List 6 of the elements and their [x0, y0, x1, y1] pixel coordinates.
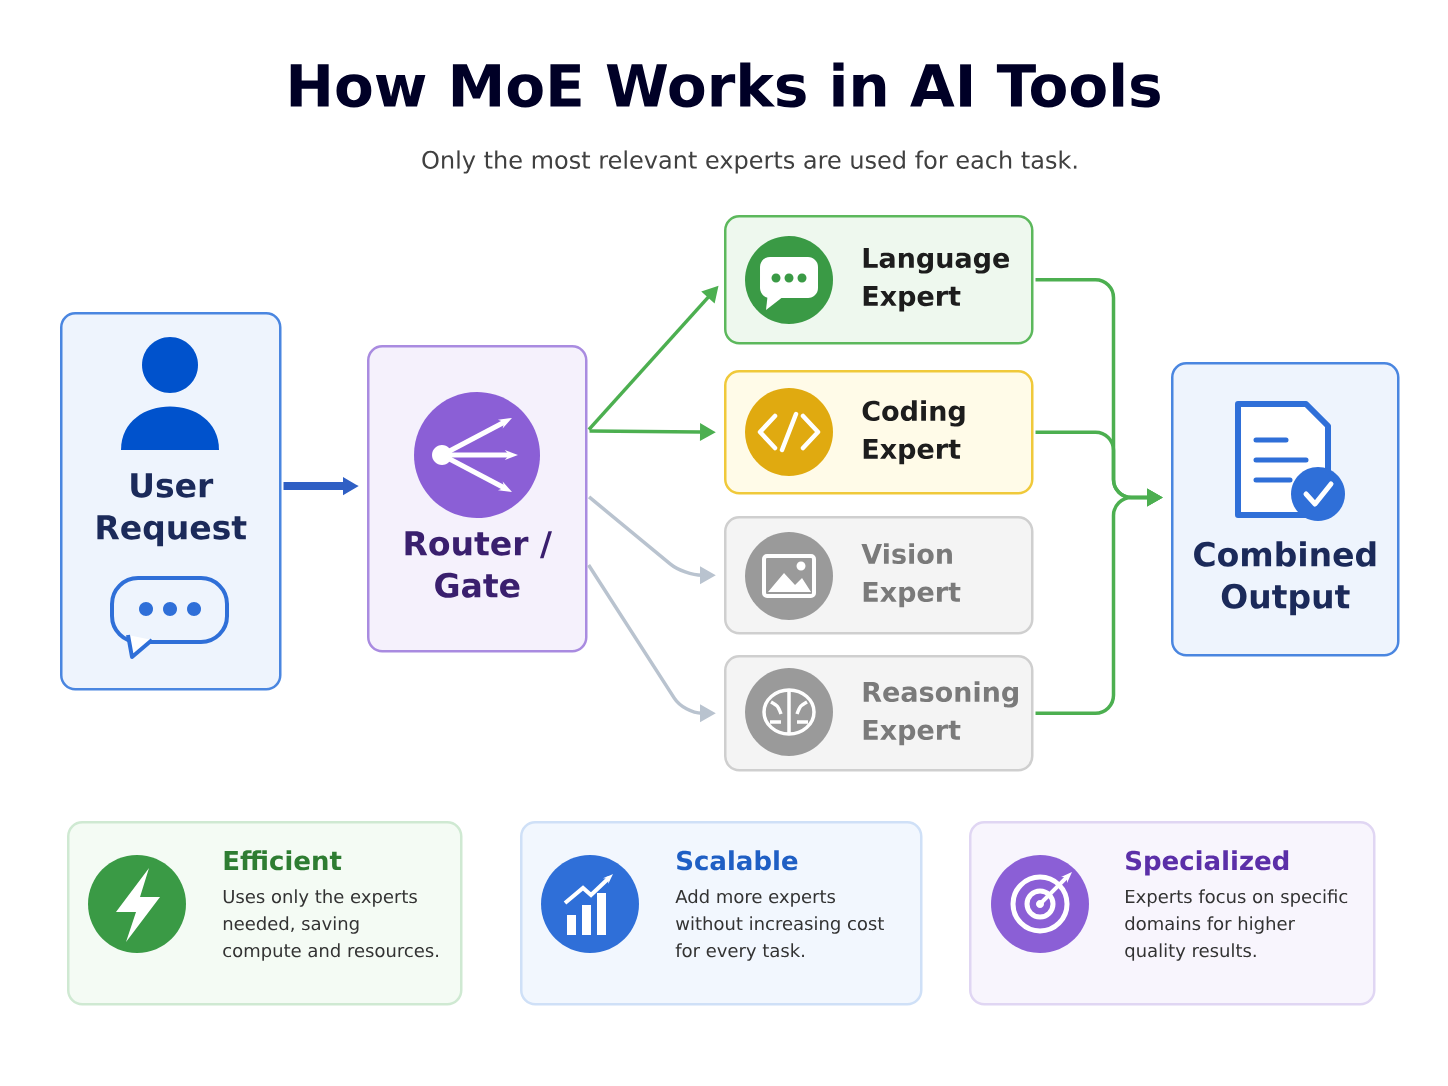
feature-card: Scalable Add more experts without increasing cost for every task. — [520, 821, 923, 1006]
feature-card: Efficient Uses only the experts needed, saving compute and resources. — [67, 821, 463, 1006]
subtitle: Only the most relevant experts are used for each task. — [422, 150, 1077, 174]
requester-box: User Request — [60, 312, 282, 691]
title: How MoE Works in AI Tools — [290, 62, 1160, 108]
feature-card: Specialized Experts focus on specific domains for higher quality results. — [969, 821, 1376, 1006]
